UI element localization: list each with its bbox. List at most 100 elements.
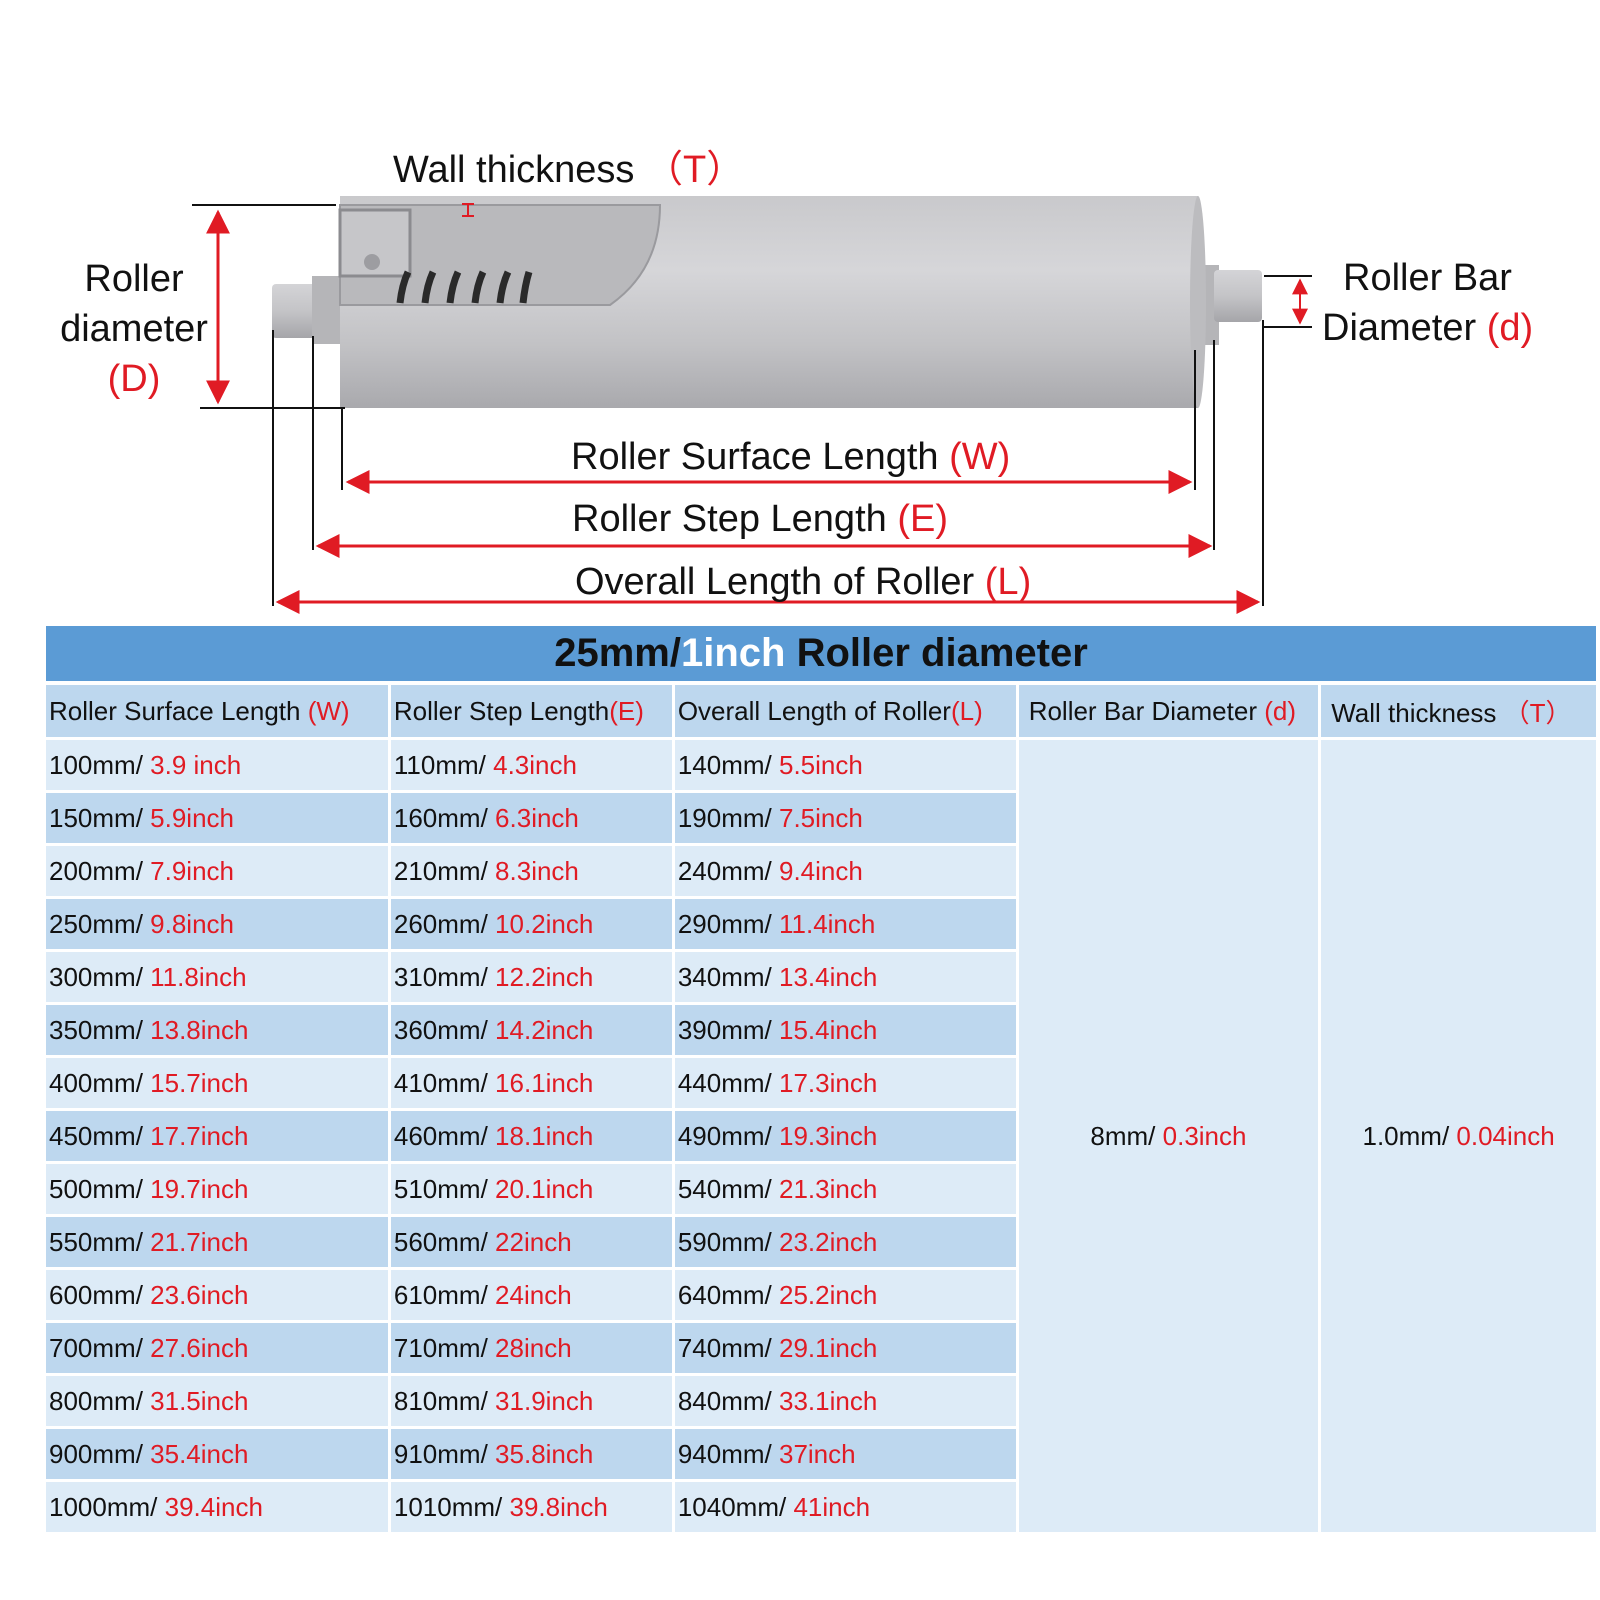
value-mm: 350mm/ — [49, 1014, 151, 1045]
cell-overall-length: 440mm/ 17.3inch — [674, 1058, 1016, 1108]
cell-step-length: 510mm/ 20.1inch — [390, 1164, 672, 1214]
value-mm: 740mm/ — [677, 1332, 779, 1363]
value-inch: 21.7inch — [150, 1226, 249, 1257]
value-inch: 35.4inch — [150, 1438, 249, 1469]
wall-thickness-label: Wall thickness （T） — [393, 145, 744, 195]
surface-length-symbol: (W) — [949, 436, 1011, 478]
title-mm: 25mm/ — [554, 631, 681, 675]
header-text: Wall thickness — [1331, 697, 1504, 728]
cell-step-length: 460mm/ 18.1inch — [390, 1111, 672, 1161]
value-mm: 460mm/ — [393, 1120, 496, 1151]
cell-overall-length: 490mm/ 19.3inch — [674, 1111, 1016, 1161]
value-inch: 15.7inch — [150, 1067, 249, 1098]
wall-thickness-symbol: （T） — [645, 149, 745, 191]
header-wall-thickness: Wall thickness （T） — [1321, 685, 1596, 737]
header-text: Overall Length of Roller — [677, 695, 951, 726]
roller-diameter-line1: Roller — [84, 258, 184, 300]
value-inch: 0.04inch — [1456, 1120, 1555, 1151]
value-mm: 100mm/ — [49, 749, 151, 780]
value-inch: 23.6inch — [150, 1279, 249, 1310]
cell-overall-length: 840mm/ 33.1inch — [674, 1376, 1016, 1426]
value-inch: 17.3inch — [778, 1067, 878, 1098]
value-mm: 450mm/ — [49, 1120, 151, 1151]
cell-surface-length: 900mm/ 35.4inch — [46, 1429, 388, 1479]
surface-length-label: Roller Surface Length (W) — [571, 432, 1010, 482]
table-title: 25mm/1inch Roller diameter — [46, 626, 1596, 681]
roller-bar-diameter-label: Roller Bar — [1343, 253, 1512, 303]
value-inch: 20.1inch — [495, 1173, 594, 1204]
header-text: Roller Step Length — [393, 695, 610, 726]
cell-surface-length: 600mm/ 23.6inch — [46, 1270, 388, 1320]
step-length-text: Roller Step Length — [572, 498, 887, 540]
value-mm: 810mm/ — [393, 1385, 496, 1416]
cell-surface-length: 200mm/ 7.9inch — [46, 846, 388, 896]
value-inch: 6.3inch — [495, 802, 579, 833]
value-inch: 4.3inch — [493, 749, 577, 780]
value-inch: 12.2inch — [495, 961, 594, 992]
value-mm: 410mm/ — [393, 1067, 496, 1098]
header-symbol: (E) — [609, 695, 644, 726]
value-inch: 3.9 inch — [150, 749, 242, 780]
header-symbol: （T） — [1503, 697, 1572, 728]
cell-overall-length: 640mm/ 25.2inch — [674, 1270, 1016, 1320]
value-mm: 210mm/ — [393, 855, 496, 886]
bearing-ball — [364, 254, 380, 270]
cell-surface-length: 350mm/ 13.8inch — [46, 1005, 388, 1055]
value-inch: 39.8inch — [509, 1491, 608, 1522]
value-inch: 41inch — [793, 1491, 871, 1522]
value-inch: 9.4inch — [778, 855, 863, 886]
cell-step-length: 560mm/ 22inch — [390, 1217, 672, 1267]
value-inch: 15.4inch — [778, 1014, 878, 1045]
roller-diameter-line2: diameter — [60, 308, 208, 350]
value-mm: 300mm/ — [49, 961, 151, 992]
value-inch: 35.8inch — [495, 1438, 594, 1469]
cell-surface-length: 300mm/ 11.8inch — [46, 952, 388, 1002]
value-mm: 910mm/ — [393, 1438, 496, 1469]
value-inch: 11.4inch — [778, 908, 876, 939]
value-mm: 800mm/ — [49, 1385, 151, 1416]
overall-length-symbol: (L) — [984, 561, 1032, 603]
value-mm: 1010mm/ — [393, 1491, 510, 1522]
cell-step-length: 1010mm/ 39.8inch — [390, 1482, 672, 1532]
value-inch: 7.5inch — [778, 802, 863, 833]
overall-length-text: Overall Length of Roller — [575, 561, 975, 603]
value-inch: 24inch — [495, 1279, 572, 1310]
value-inch: 27.6inch — [150, 1332, 249, 1363]
value-mm: 260mm/ — [393, 908, 496, 939]
value-mm: 240mm/ — [677, 855, 779, 886]
cell-overall-length: 940mm/ 37inch — [674, 1429, 1016, 1479]
value-mm: 840mm/ — [677, 1385, 779, 1416]
title-inch: 1inch — [680, 631, 786, 675]
value-mm: 500mm/ — [49, 1173, 151, 1204]
value-inch: 5.9inch — [150, 802, 234, 833]
value-mm: 440mm/ — [677, 1067, 779, 1098]
value-inch: 16.1inch — [495, 1067, 594, 1098]
cell-surface-length: 100mm/ 3.9 inch — [46, 740, 388, 790]
value-mm: 640mm/ — [677, 1279, 779, 1310]
header-bar-diameter: Roller Bar Diameter (d) — [1018, 685, 1319, 737]
value-inch: 39.4inch — [164, 1491, 263, 1522]
value-inch: 5.5inch — [778, 749, 863, 780]
cell-overall-length: 240mm/ 9.4inch — [674, 846, 1016, 896]
value-mm: 1000mm/ — [49, 1491, 165, 1522]
value-mm: 590mm/ — [677, 1226, 779, 1257]
cell-step-length: 710mm/ 28inch — [390, 1323, 672, 1373]
roller-diameter-symbol: (D) — [107, 358, 161, 400]
cutaway — [339, 204, 662, 306]
cell-step-length: 410mm/ 16.1inch — [390, 1058, 672, 1108]
dimensions-table: Roller Surface Length (W) Roller Step Le… — [43, 682, 1599, 1535]
value-mm: 490mm/ — [677, 1120, 779, 1151]
value-mm: 540mm/ — [677, 1173, 779, 1204]
value-mm: 600mm/ — [49, 1279, 151, 1310]
value-mm: 900mm/ — [49, 1438, 151, 1469]
value-inch: 19.3inch — [778, 1120, 878, 1151]
roller-bar-diameter-symbol: (d) — [1486, 307, 1534, 349]
value-mm: 200mm/ — [49, 855, 151, 886]
value-inch: 13.4inch — [778, 961, 878, 992]
value-mm: 400mm/ — [49, 1067, 151, 1098]
value-mm: 550mm/ — [49, 1226, 151, 1257]
